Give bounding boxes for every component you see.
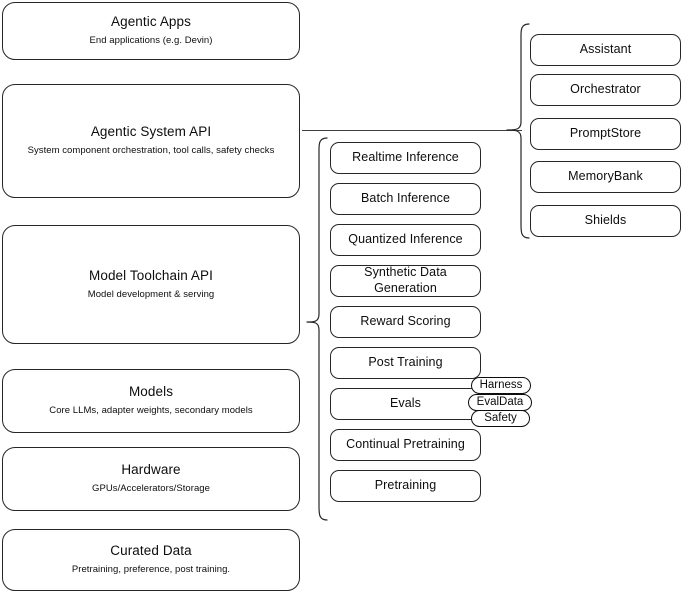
connector-line-agentic-system-api — [302, 130, 522, 131]
capability-label: Post Training — [368, 355, 443, 370]
capability-label: Evals — [389, 396, 422, 411]
eval-badge-harness[interactable]: Harness — [471, 377, 531, 394]
layer-title: Agentic Apps — [110, 14, 191, 30]
layer-subtitle: Model development & serving — [87, 288, 215, 300]
capability-label: Pretraining — [374, 478, 437, 493]
eval-badge-label: Harness — [479, 378, 523, 391]
layer-box-model-toolchain-api[interactable]: Model Toolchain API Model development & … — [2, 225, 300, 344]
layer-box-agentic-system-api[interactable]: Agentic System API System component orch… — [2, 84, 300, 198]
component-label: Shields — [584, 213, 627, 228]
brace-toolchain-capabilities — [306, 136, 328, 522]
capability-label: Quantized Inference — [348, 232, 463, 247]
layer-box-hardware[interactable]: Hardware GPUs/Accelerators/Storage — [2, 447, 300, 511]
capability-label: Reward Scoring — [360, 314, 451, 329]
layer-title: Agentic System API — [90, 124, 212, 140]
layer-subtitle: End applications (e.g. Devin) — [89, 35, 213, 47]
capability-label: Realtime Inference — [352, 150, 459, 165]
component-box-promptstore[interactable]: PromptStore — [530, 118, 681, 150]
component-box-shields[interactable]: Shields — [530, 205, 681, 237]
layer-subtitle: Pretraining, preference, post training. — [71, 564, 231, 576]
brace-agentic-components — [506, 22, 530, 240]
component-label: Orchestrator — [570, 82, 641, 97]
capability-box-reward-scoring[interactable]: Reward Scoring — [330, 306, 481, 338]
layer-box-curated-data[interactable]: Curated Data Pretraining, preference, po… — [2, 529, 300, 591]
component-label: PromptStore — [569, 126, 642, 141]
layer-box-agentic-apps[interactable]: Agentic Apps End applications (e.g. Devi… — [2, 2, 300, 60]
eval-badge-label: Safety — [484, 411, 517, 424]
component-label: MemoryBank — [568, 169, 643, 184]
layer-subtitle: System component orchestration, tool cal… — [27, 145, 275, 157]
eval-badge-label: EvalData — [476, 395, 524, 408]
capability-box-realtime-inference[interactable]: Realtime Inference — [330, 142, 481, 174]
layer-subtitle: GPUs/Accelerators/Storage — [92, 483, 210, 495]
layer-title: Models — [128, 384, 174, 400]
capability-box-quantized-inference[interactable]: Quantized Inference — [330, 224, 481, 256]
layer-title: Model Toolchain API — [89, 267, 213, 283]
layer-title: Curated Data — [110, 543, 192, 559]
capability-label: Batch Inference — [360, 191, 451, 206]
capability-box-evals[interactable]: Evals — [330, 388, 481, 420]
eval-badge-evaldata[interactable]: EvalData — [468, 394, 532, 411]
capability-box-pretraining[interactable]: Pretraining — [330, 470, 481, 502]
component-label: Assistant — [579, 42, 632, 57]
component-box-orchestrator[interactable]: Orchestrator — [530, 74, 681, 106]
eval-badge-safety[interactable]: Safety — [471, 410, 530, 427]
component-box-memorybank[interactable]: MemoryBank — [530, 161, 681, 193]
capability-box-continual-pretraining[interactable]: Continual Pretraining — [330, 429, 481, 461]
capability-box-synthetic-data-generation[interactable]: Synthetic Data Generation — [330, 265, 481, 297]
capability-label: Continual Pretraining — [346, 437, 465, 452]
layer-box-models[interactable]: Models Core LLMs, adapter weights, secon… — [2, 369, 300, 433]
capability-box-post-training[interactable]: Post Training — [330, 347, 481, 379]
capability-box-batch-inference[interactable]: Batch Inference — [330, 183, 481, 215]
component-box-assistant[interactable]: Assistant — [530, 34, 681, 66]
capability-label: Synthetic Data Generation — [364, 265, 447, 295]
layer-title: Hardware — [121, 462, 181, 478]
layer-subtitle: Core LLMs, adapter weights, secondary mo… — [49, 405, 253, 417]
